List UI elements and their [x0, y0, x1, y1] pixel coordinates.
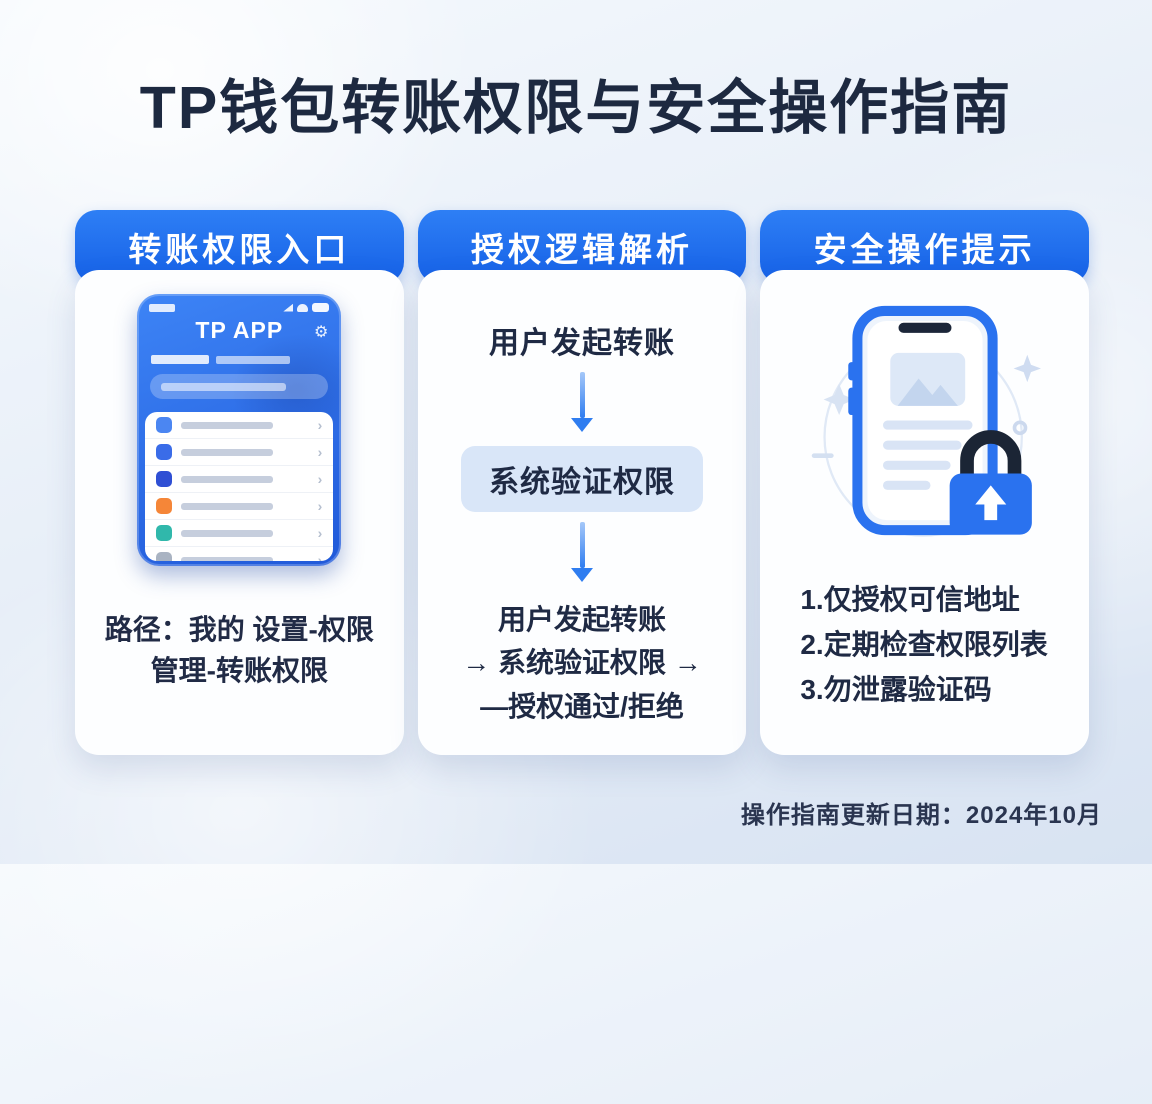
phone-list-item: › [145, 412, 334, 439]
list-item-text-placeholder [181, 556, 274, 561]
safety-tips-list: 1.仅授权可信地址 2.定期检查权限列表 3.勿泄露验证码 [760, 570, 1089, 712]
cards-row: 转账权限入口 TP APP ⚙ [75, 210, 1090, 755]
list-item-icon [156, 444, 173, 460]
list-item-text-placeholder [181, 475, 274, 483]
phone-list-item: › [145, 520, 334, 547]
card-body-logic: 用户发起转账 系统验证权限 用户发起转账 → 系统验证权限 → —授权通过/拒绝 [417, 270, 747, 755]
list-item-icon [156, 417, 173, 433]
card-body-entry: TP APP ⚙ › › › › › › 路径：我的 设置-权限 管理-转账权限 [75, 270, 404, 755]
phone-mockup: TP APP ⚙ › › › › › › [137, 294, 342, 566]
path-description: 路径：我的 设置-权限 管理-转账权限 [75, 610, 404, 691]
mountain-icon [897, 378, 958, 406]
down-arrow-icon [570, 372, 594, 432]
search-pill [150, 374, 329, 399]
blurred-text-placeholder [161, 382, 287, 391]
chevron-right-icon: › [317, 444, 323, 460]
list-item-text-placeholder [181, 448, 274, 456]
gear-icon: ⚙ [313, 324, 329, 341]
card-authorization-logic: 授权逻辑解析 用户发起转账 系统验证权限 用户发起转账 → 系统验证权限 → —… [417, 210, 747, 755]
list-item-text-placeholder [181, 421, 274, 429]
status-icons [283, 303, 330, 312]
list-item-icon [156, 471, 173, 487]
phone-list-item: › [145, 493, 334, 520]
flow-step-1: 用户发起转账 [489, 327, 675, 360]
flow-step-2-box: 系统验证权限 [461, 446, 703, 512]
card-body-safety: 1.仅授权可信地址 2.定期检查权限列表 3.勿泄露验证码 [760, 270, 1090, 755]
text-line-placeholder [882, 460, 951, 470]
list-item-text-placeholder [181, 502, 274, 510]
dash-decoration [811, 453, 834, 458]
lock-keyhole-arrow [974, 485, 1006, 521]
tip-item-1: 1.仅授权可信地址 [800, 584, 1020, 615]
phone-list-item: › [145, 547, 333, 561]
page-title: TP钱包转账权限与安全操作指南 [139, 75, 1013, 141]
chevron-right-icon: › [317, 471, 323, 487]
phone-notch [898, 322, 952, 333]
chevron-right-icon: › [317, 552, 323, 561]
chevron-right-icon: › [317, 417, 323, 433]
phone-lock-illustration [811, 305, 1041, 537]
blurred-text-placeholder [216, 355, 291, 364]
wifi-icon [297, 303, 309, 312]
chevron-right-icon: › [317, 498, 323, 514]
lock-shackle [959, 430, 1022, 479]
text-line-placeholder [882, 440, 962, 450]
flow-summary-line-2: → 系统验证权限 → [462, 647, 702, 679]
sparkle-icon [823, 383, 855, 416]
phone-title-row: TP APP ⚙ [137, 317, 341, 344]
chevron-right-icon: › [317, 525, 323, 541]
phone-list-item: › [145, 439, 334, 466]
list-item-icon [156, 525, 173, 541]
tip-item-3: 3.勿泄露验证码 [800, 673, 992, 705]
card-transfer-permission-entry: 转账权限入口 TP APP ⚙ [75, 210, 404, 755]
tip-item-2: 2.定期检查权限列表 [800, 628, 1048, 660]
card-safety-tips: 安全操作提示 [760, 210, 1090, 755]
path-line-2: 管理-转账权限 [150, 654, 328, 686]
flow-summary-line-3: —授权通过/拒绝 [480, 690, 684, 722]
status-time-placeholder [149, 303, 176, 312]
phone-list-panel: › › › › › › [145, 412, 334, 561]
list-item-icon [156, 498, 173, 514]
phone-status-bar [137, 294, 341, 312]
battery-icon [312, 303, 330, 312]
dot-decoration [1012, 420, 1027, 436]
flowchart: 用户发起转账 系统验证权限 用户发起转账 → 系统验证权限 → —授权通过/拒绝 [418, 270, 747, 728]
flow-summary-line-1: 用户发起转账 [498, 604, 667, 635]
wallet-address-row [151, 355, 327, 364]
app-title: TP APP [195, 317, 284, 343]
blurred-text-placeholder [151, 355, 210, 364]
text-line-placeholder [882, 480, 931, 490]
flow-summary: 用户发起转账 → 系统验证权限 → —授权通过/拒绝 [418, 598, 747, 728]
list-item-text-placeholder [181, 529, 274, 537]
list-item-icon [156, 552, 173, 561]
text-line-placeholder [882, 420, 973, 430]
update-date-note: 操作指南更新日期：2024年10月 [740, 802, 1102, 829]
phone-list-item: › [145, 466, 334, 493]
down-arrow-icon [570, 522, 594, 582]
signal-icon [283, 303, 294, 312]
path-line-1: 路径：我的 设置-权限 [104, 614, 374, 645]
sparkle-icon [1013, 354, 1041, 383]
